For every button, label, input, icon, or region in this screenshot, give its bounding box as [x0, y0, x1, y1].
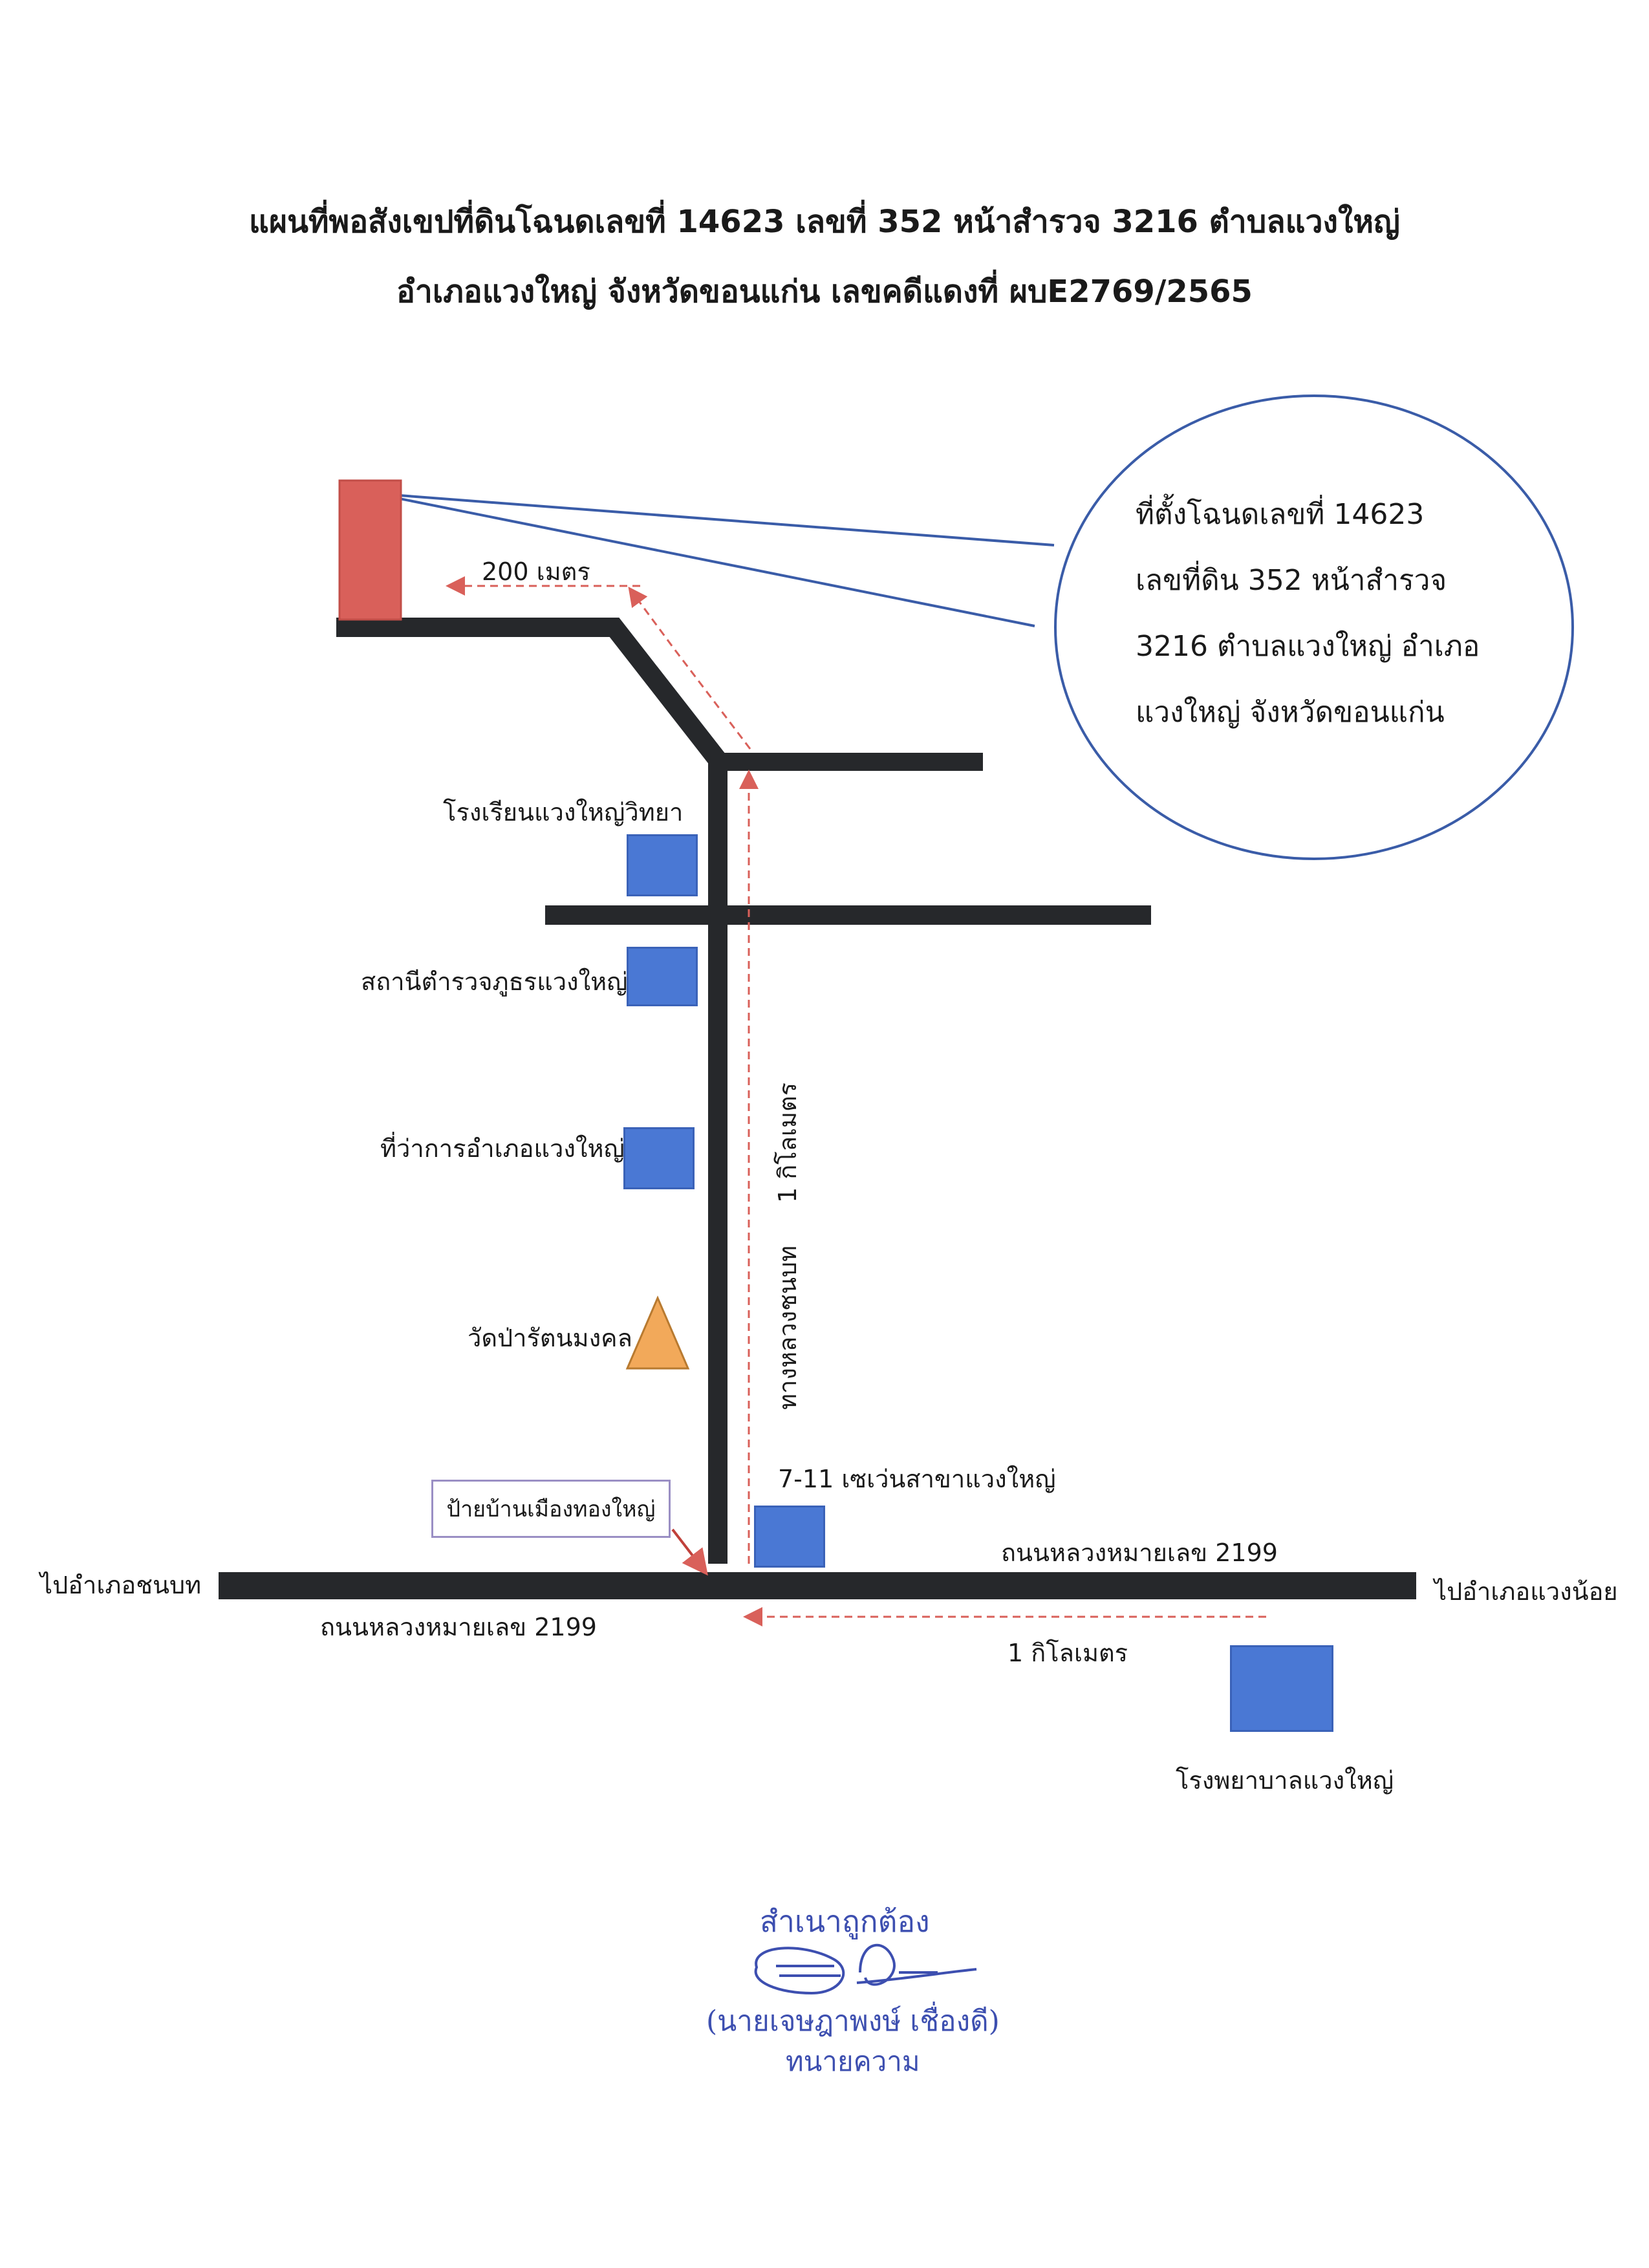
distance-label-highway: 1 กิโลเมตร [1008, 1639, 1128, 1667]
map-title-line-2: อำเภอแวงใหญ่ จังหวัดขอนแก่น เลขคดีแดงที่… [396, 274, 1253, 310]
seven-eleven-building [754, 1506, 825, 1568]
rural-road-label: ทางหลวงชนบท [773, 1245, 802, 1410]
callout-line: เลขที่ดิน 352 หน้าสำรวจ [1136, 564, 1447, 597]
callout-pointer-line [373, 492, 1055, 546]
highway-label-right: ถนนหลวงหมายเลข 2199 [1001, 1539, 1278, 1567]
school-building [627, 834, 698, 896]
callout-text: ที่ตั้งโฉนดเลขที่ 14623 เลขที่ดิน 352 หน… [1136, 482, 1480, 746]
callout-line: 3216 ตำบลแวงใหญ่ อำเภอ [1136, 630, 1480, 663]
village-sign-box: ป้ายบ้านเมืองทองใหญ่ [431, 1480, 671, 1538]
distance-label-200m: 200 เมตร [482, 557, 590, 586]
highway-label-left: ถนนหลวงหมายเลข 2199 [320, 1613, 597, 1641]
direction-label-left: ไปอำเภอชนบท [40, 1571, 202, 1599]
certifier-position: ทนายความ [786, 2046, 920, 2077]
callout-line: ที่ตั้งโฉนดเลขที่ 14623 [1136, 498, 1425, 531]
direction-label-right: ไปอำเภอแวงน้อย [1434, 1577, 1618, 1606]
district-office-building [623, 1127, 695, 1189]
village-sign-pointer [671, 1528, 708, 1576]
certification-heading: สำเนาถูกต้อง [760, 1904, 930, 1939]
school-label: โรงเรียนแวงใหญ่วิทยา [443, 798, 684, 826]
seven-eleven-label: 7-11 เซเว่นสาขาแวงใหญ่ [778, 1465, 1056, 1493]
callout-line: แวงใหญ่ จังหวัดขอนแก่น [1136, 696, 1445, 729]
distance-path-diagonal [628, 587, 751, 750]
distance-label-vertical: 1 กิโลเมตร [773, 1082, 802, 1203]
map-title-line-1: แผนที่พอสังเขปที่ดินโฉนดเลขที่ 14623 เลข… [249, 204, 1400, 240]
certifier-name: (นายเจษฎาพงษ์ เชื่องดี) [706, 2005, 1000, 2038]
district-office-label: ที่ว่าการอำเภอแวงใหญ่ [380, 1134, 625, 1163]
temple-label: วัดป่ารัตนมงคล [468, 1324, 632, 1352]
hospital-label: โรงพยาบาลแวงใหญ่ [1176, 1766, 1394, 1795]
hospital-building [1230, 1645, 1333, 1732]
callout-pointer-line [373, 492, 1035, 627]
signature-scribble [754, 1943, 977, 1995]
callout-ellipse [1054, 394, 1574, 860]
land-plot-marker [338, 479, 402, 621]
temple-triangle [625, 1295, 690, 1370]
upper-road [336, 618, 727, 1564]
police-station-label: สถานีตำรวจภูธรแวงใหญ่ [361, 967, 628, 996]
village-sign-label: ป้ายบ้านเมืองทองใหญ่ [446, 1496, 656, 1522]
police-station-building [627, 947, 698, 1006]
